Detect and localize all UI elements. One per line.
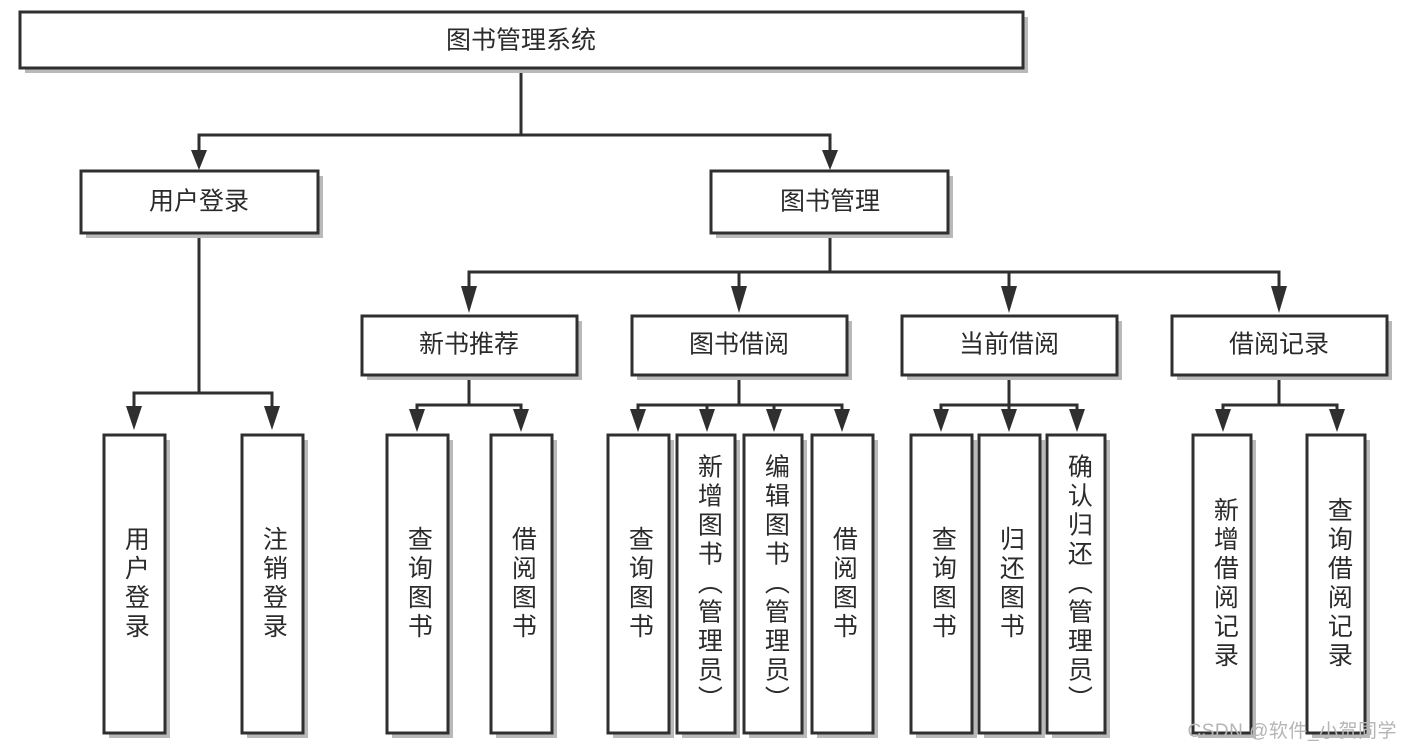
arrow-newbook-leaf-2	[513, 409, 529, 432]
leaf-label: 新增图书（管理员）	[694, 454, 723, 715]
leaf-box[interactable]	[1191, 433, 1253, 735]
leaf-current-borrow-1[interactable]: 查询图书	[909, 433, 977, 738]
leaf-new-book-1[interactable]: 查询图书	[385, 433, 453, 738]
connector-group	[126, 66, 1345, 432]
arrow-currentborrow-leaf-3	[1069, 409, 1085, 432]
leaf-label: 借阅图书	[829, 526, 858, 642]
current-borrow-box[interactable]	[900, 314, 1119, 377]
book-borrow-label: 图书借阅	[689, 331, 789, 359]
root-label: 图书管理系统	[446, 27, 596, 55]
leaf-borrow-record-1[interactable]: 新增借阅记录	[1191, 433, 1256, 738]
leaf-box[interactable]	[742, 433, 804, 735]
node-book-borrow[interactable]: 图书借阅	[630, 314, 852, 380]
leaf-box[interactable]	[385, 433, 450, 735]
leaf-box[interactable]	[1305, 433, 1367, 735]
leaf-label: 借阅图书	[508, 526, 537, 642]
leaf-label: 查询借阅记录	[1324, 497, 1353, 671]
arrow-borrowrecord-leaf-1	[1215, 409, 1231, 432]
arrow-userlogin-leaf-2	[264, 406, 280, 430]
leaf-borrow-record-2[interactable]: 查询借阅记录	[1305, 433, 1370, 738]
leaf-label: 查询图书	[625, 526, 654, 642]
arrow-newbook-leaf-1	[409, 409, 425, 432]
arrow-currentborrow-leaf-2	[1001, 409, 1017, 432]
leaf-book-borrow-4[interactable]: 借阅图书	[810, 433, 878, 738]
leaf-label: 确认归还（管理员）	[1064, 454, 1093, 715]
leaf-box[interactable]	[977, 433, 1042, 735]
node-user-login[interactable]: 用户登录	[79, 169, 323, 238]
leaf-box[interactable]	[1045, 433, 1107, 735]
leaf-label: 查询图书	[928, 526, 957, 642]
arrow-bookborrow-leaf-4	[834, 409, 850, 432]
node-current-borrow[interactable]: 当前借阅	[900, 314, 1122, 380]
arrow-userlogin-leaf-1	[126, 406, 142, 430]
arrow-to-user-login	[191, 150, 207, 170]
new-book-recommend-box[interactable]	[360, 314, 579, 377]
leaf-label: 新增借阅记录	[1210, 497, 1239, 671]
user-login-label: 用户登录	[149, 188, 249, 216]
arrow-bookborrow-leaf-2	[699, 409, 715, 432]
book-borrow-box[interactable]	[630, 314, 849, 377]
leaf-label: 查询图书	[404, 526, 433, 642]
current-borrow-label: 当前借阅	[959, 331, 1059, 359]
leaf-book-borrow-2[interactable]: 新增图书（管理员）	[675, 433, 740, 738]
root-box[interactable]	[18, 10, 1025, 70]
node-book-manage[interactable]: 图书管理	[709, 169, 953, 238]
leaf-current-borrow-2[interactable]: 归还图书	[977, 433, 1045, 738]
borrow-record-label: 借阅记录	[1229, 331, 1329, 359]
leaf-label: 用户登录	[121, 526, 150, 642]
leaf-new-book-2[interactable]: 借阅图书	[489, 433, 557, 738]
arrow-to-book-manage	[822, 150, 838, 170]
leaf-book-borrow-1[interactable]: 查询图书	[606, 433, 674, 738]
node-borrow-record[interactable]: 借阅记录	[1170, 314, 1392, 380]
arrow-to-new-book	[461, 286, 477, 313]
leaf-book-borrow-3[interactable]: 编辑图书（管理员）	[742, 433, 807, 738]
leaf-box[interactable]	[606, 433, 671, 735]
leaf-box[interactable]	[102, 433, 167, 735]
arrow-borrowrecord-leaf-2	[1329, 409, 1345, 432]
book-manage-box[interactable]	[709, 169, 950, 235]
leaf-box[interactable]	[810, 433, 875, 735]
leaf-label: 归还图书	[996, 526, 1025, 642]
leaf-box[interactable]	[909, 433, 974, 735]
leaf-box[interactable]	[675, 433, 737, 735]
arrow-bookborrow-leaf-3	[766, 409, 782, 432]
leaf-label: 编辑图书（管理员）	[761, 454, 790, 715]
arrow-to-book-borrow	[731, 286, 747, 313]
leaf-current-borrow-3[interactable]: 确认归还（管理员）	[1045, 433, 1110, 738]
borrow-record-box[interactable]	[1170, 314, 1389, 377]
book-manage-label: 图书管理	[780, 188, 880, 216]
arrow-to-current-borrow	[1001, 286, 1017, 313]
arrow-bookborrow-leaf-1	[630, 409, 646, 432]
arrow-currentborrow-leaf-1	[933, 409, 949, 432]
new-book-recommend-label: 新书推荐	[419, 331, 519, 359]
node-new-book-recommend[interactable]: 新书推荐	[360, 314, 582, 380]
leaf-box[interactable]	[240, 433, 305, 735]
leaf-label: 注销登录	[259, 526, 288, 642]
node-root[interactable]: 图书管理系统	[18, 10, 1028, 73]
user-login-box[interactable]	[79, 169, 320, 235]
leaf-user-login-1[interactable]: 用户登录	[102, 433, 170, 738]
leaf-user-login-2[interactable]: 注销登录	[240, 433, 308, 738]
leaf-box[interactable]	[489, 433, 554, 735]
arrow-to-borrow-record	[1271, 286, 1287, 313]
